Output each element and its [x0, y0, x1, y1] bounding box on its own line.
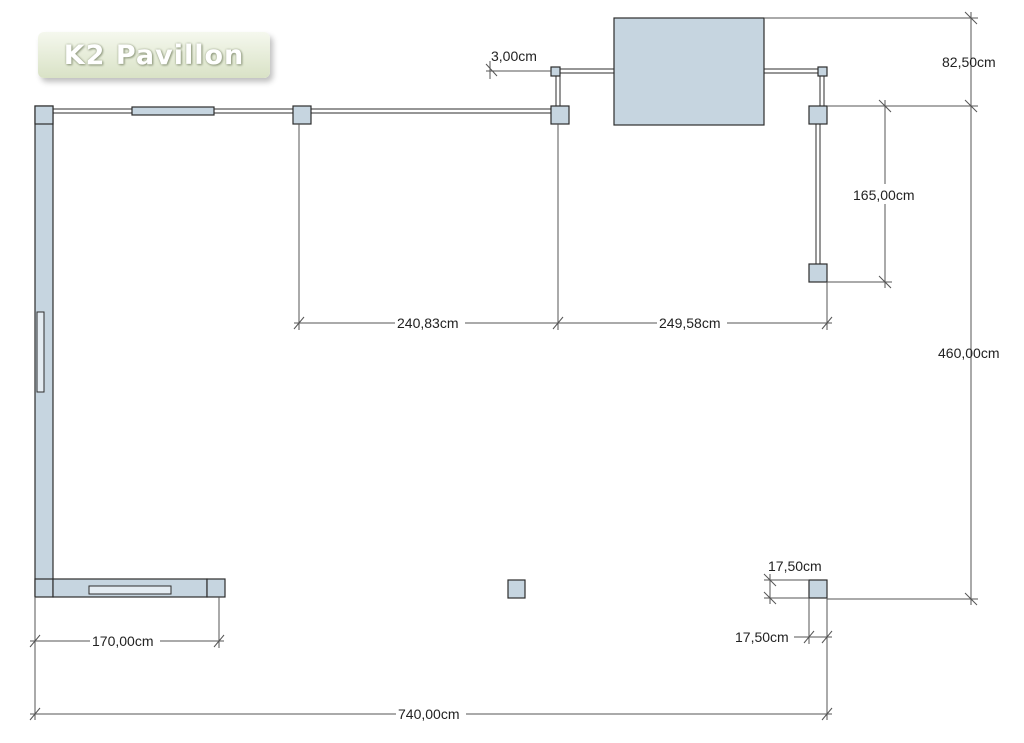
k2-pavillon-logo: K2 Pavillon	[38, 32, 270, 78]
dim-label-740cm: 740,00cm	[398, 706, 459, 722]
dim-label-740-bg	[396, 705, 466, 723]
corner-post-bottom-left	[34, 578, 54, 598]
dim-label-170-bg	[90, 632, 160, 650]
post-top-1	[292, 105, 312, 125]
dim-tick-165-a	[878, 99, 892, 113]
dim-tick-right-1	[964, 11, 978, 25]
dim-label-170cm: 170,00cm	[92, 633, 153, 649]
dim-tick-170-b	[213, 634, 225, 648]
dim-label-17-5cm-bottom: 17,50cm	[735, 629, 789, 645]
dim-tick-17-5-h-b	[821, 630, 833, 644]
dim-tick-right-2	[964, 99, 978, 113]
dim-label-240-bg	[395, 314, 465, 332]
dim-tick-17-5-v-a	[763, 573, 777, 587]
dim-label-249-bg	[657, 314, 727, 332]
left-wall-slot	[36, 311, 45, 393]
bottom-wall-slot	[88, 585, 172, 595]
dim-tick-3cm-a	[485, 63, 498, 77]
dim-label-82-5cm: 82,50cm	[942, 54, 996, 70]
post-right-bottom	[808, 579, 828, 599]
dim-label-240-83cm: 240,83cm	[397, 315, 458, 331]
dim-tick-740-b	[821, 707, 833, 721]
large-panel	[613, 17, 765, 126]
dim-label-249-58cm: 249,58cm	[659, 315, 720, 331]
post-right-top	[808, 105, 828, 125]
post-top-2	[550, 105, 570, 125]
top-beam-panel	[131, 106, 215, 116]
corner-post-top-left	[34, 105, 54, 125]
dim-tick-249-b	[821, 316, 833, 330]
dim-label-460cm: 460,00cm	[938, 345, 999, 361]
dim-label-165cm: 165,00cm	[853, 187, 914, 203]
post-right-middle	[808, 263, 828, 283]
dim-tick-17-5-h-a	[803, 630, 815, 644]
dim-tick-165-b	[878, 275, 892, 289]
dim-tick-740-a	[29, 707, 41, 721]
dim-label-17-5cm-top: 17,50cm	[768, 558, 822, 574]
bracket-left	[550, 66, 561, 77]
dim-tick-170-a	[29, 634, 41, 648]
dim-tick-240-b	[552, 316, 564, 330]
dim-tick-right-3	[964, 592, 978, 606]
dim-tick-17-5-v-b	[763, 591, 777, 605]
logo-text: K2 Pavillon	[63, 39, 245, 71]
dim-label-165-bg	[850, 184, 920, 204]
dim-label-3cm: 3,00cm	[491, 48, 537, 64]
bracket-right	[817, 66, 828, 77]
post-center-bottom	[507, 579, 526, 599]
bottom-wall-end-post	[206, 578, 226, 598]
dim-tick-240-a	[293, 316, 305, 330]
